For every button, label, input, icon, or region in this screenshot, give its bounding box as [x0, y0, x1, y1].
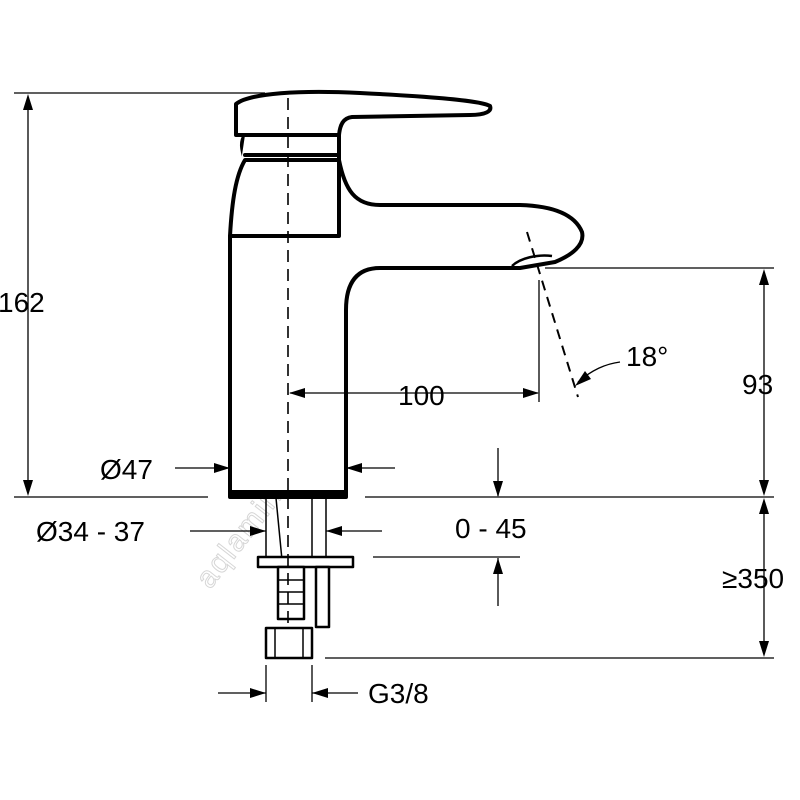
- spout-angle-label: 18°: [626, 341, 668, 372]
- dimension-spout-reach: 100: [289, 280, 540, 411]
- dimension-spout-height: 93: [365, 267, 774, 498]
- base-diameter-label: Ø47: [100, 454, 153, 485]
- dimension-base-diameter: Ø47: [100, 454, 395, 485]
- dimension-connection-thread: G3/8: [218, 665, 429, 709]
- aerator: [511, 254, 553, 267]
- hole-diameter-label: Ø34 - 37: [36, 516, 145, 547]
- dimension-spout-angle: 18°: [575, 341, 668, 386]
- hose-length-label: ≥350: [722, 563, 784, 594]
- mounting-washer: [256, 555, 355, 569]
- dimension-deck-thickness: 0 - 45: [373, 448, 527, 606]
- faucet-body-outline: [228, 158, 585, 499]
- faucet-neck: [228, 133, 341, 238]
- dimension-hose-length: ≥350: [325, 498, 784, 659]
- total-height-label: 162: [0, 287, 45, 318]
- deck-thickness-label: 0 - 45: [455, 513, 527, 544]
- dimension-total-height: 162: [0, 92, 265, 498]
- connection-thread-label: G3/8: [368, 678, 429, 709]
- spout-reach-label: 100: [398, 380, 445, 411]
- base-band: [228, 490, 348, 497]
- hose-fitting: [276, 565, 306, 621]
- mounting-hardware: [256, 497, 355, 660]
- dimension-hole-diameter: Ø34 - 37: [36, 516, 382, 547]
- mounting-stud-mid: [275, 497, 283, 561]
- flow-direction-line: [526, 231, 579, 398]
- mounting-nut: [314, 565, 331, 629]
- hex-connector: [264, 626, 314, 660]
- spout-height-label: 93: [742, 369, 773, 400]
- faucet-body: [228, 89, 585, 499]
